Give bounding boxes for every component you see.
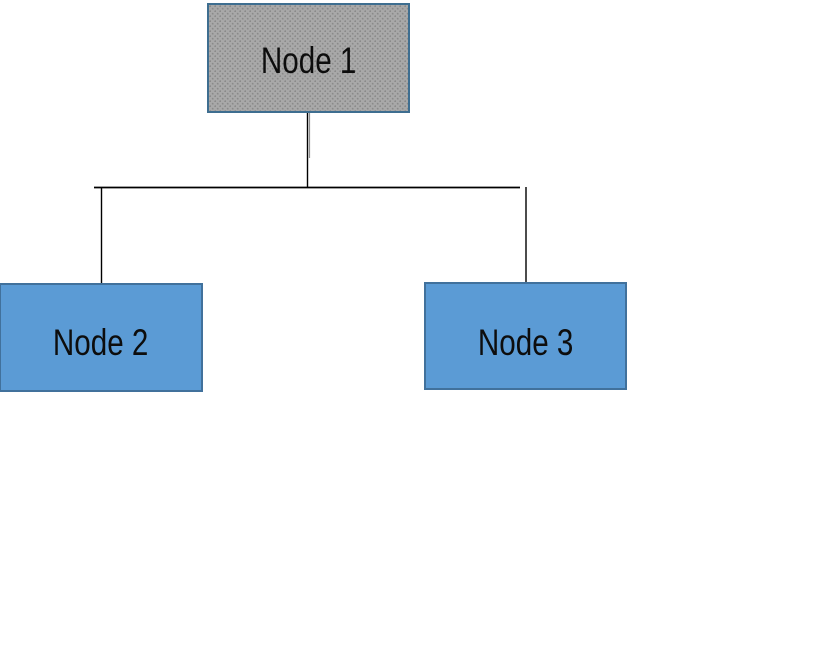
tree-node-1[interactable]: Node 1	[207, 3, 410, 113]
tree-node-3[interactable]: Node 3	[424, 282, 627, 390]
node-3-label: Node 3	[477, 322, 574, 363]
tree-node-2[interactable]: Node 2	[0, 283, 203, 392]
node-1-label: Node 1	[260, 39, 357, 81]
node-2-label: Node 2	[53, 321, 149, 363]
